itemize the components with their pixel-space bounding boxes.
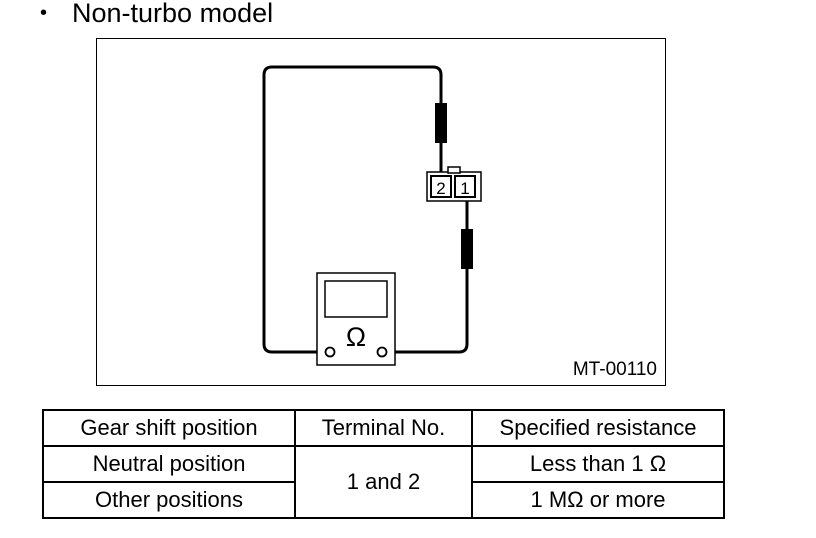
meter-display xyxy=(324,280,388,318)
cell-position: Other positions xyxy=(42,481,296,519)
table-row: Other positions 1 MΩ or more xyxy=(42,481,725,519)
meter-terminal-left xyxy=(324,346,336,358)
ohm-symbol: Ω xyxy=(346,322,366,352)
header-terminal-no: Terminal No. xyxy=(294,409,473,447)
circuit-drawing: 2 1 Ω xyxy=(262,65,482,366)
cell-resistance: 1 MΩ or more xyxy=(471,481,725,519)
heading-text: Non-turbo model xyxy=(72,0,274,28)
connector-cavity-2 xyxy=(430,175,452,198)
cell-resistance: Less than 1 Ω xyxy=(471,445,725,483)
table-row: Neutral position 1 and 2 Less than 1 Ω xyxy=(42,445,725,519)
wire-sleeve-lower xyxy=(461,229,473,269)
cell-terminal: 1 and 2 xyxy=(294,445,473,519)
terminal-2-label: 2 xyxy=(436,179,445,198)
header-specified-resistance: Specified resistance xyxy=(471,409,725,447)
wire-right xyxy=(387,201,469,354)
table-header-row: Gear shift position Terminal No. Specifi… xyxy=(42,409,725,447)
header-gear-position: Gear shift position xyxy=(42,409,296,447)
resistance-spec-table: Gear shift position Terminal No. Specifi… xyxy=(42,409,725,519)
terminal-1-label: 1 xyxy=(460,179,469,198)
wire-sleeve-upper xyxy=(435,103,447,143)
section-heading: • Non-turbo model xyxy=(40,0,273,30)
meter-terminal-right xyxy=(376,346,388,358)
figure-code: MT-00110 xyxy=(572,359,657,380)
wire-left-loop xyxy=(262,65,443,354)
connector-latch xyxy=(447,166,461,174)
bullet: • xyxy=(40,2,48,24)
cell-position: Neutral position xyxy=(42,445,296,483)
wiring-diagram: 2 1 Ω MT-00110 xyxy=(96,38,666,386)
connector-cavity-1 xyxy=(454,175,476,198)
